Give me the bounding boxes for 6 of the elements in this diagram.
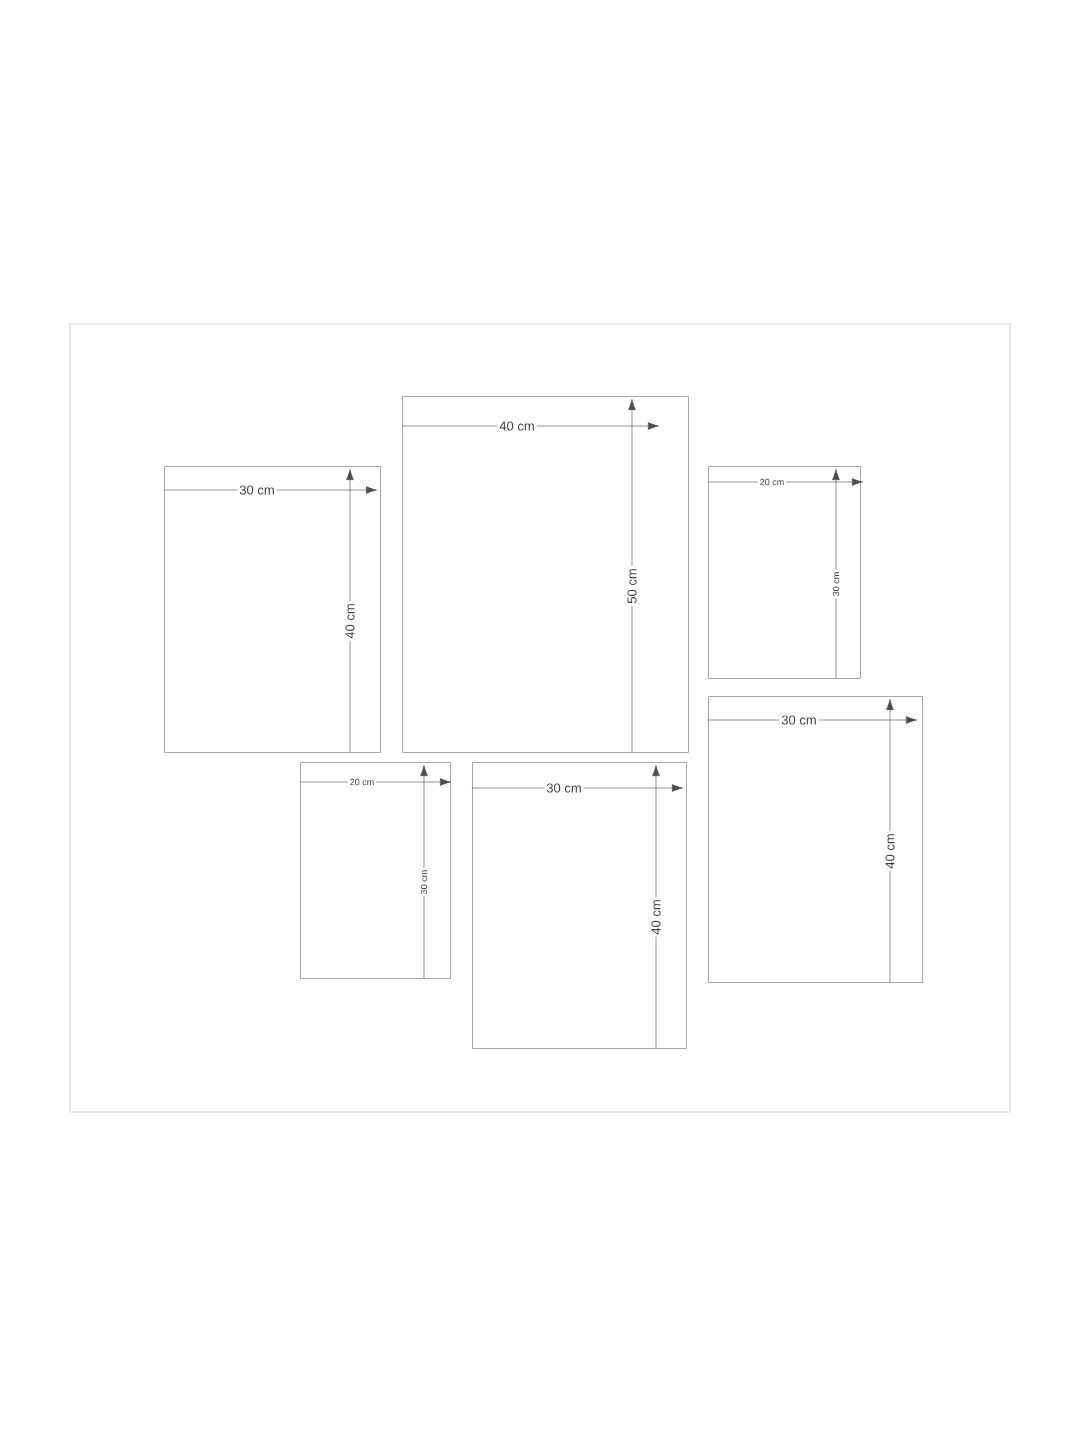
picture-frame [300, 762, 451, 979]
picture-frame [402, 396, 689, 753]
picture-frame [708, 696, 923, 983]
picture-frame [164, 466, 381, 753]
picture-frame [472, 762, 687, 1049]
picture-frame [708, 466, 861, 679]
